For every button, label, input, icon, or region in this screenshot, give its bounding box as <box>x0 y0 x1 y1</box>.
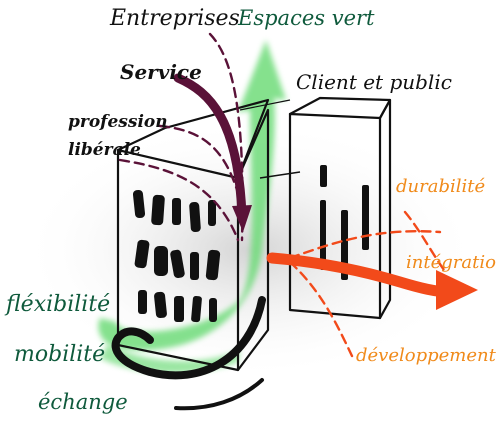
purple-arrow-head <box>232 205 252 232</box>
connector-line <box>259 171 301 179</box>
label-integration: intégration <box>406 252 497 273</box>
label-entreprises: Entreprises <box>110 6 240 31</box>
label-profession: profession <box>68 112 168 132</box>
dashed-purple-arrows <box>118 32 244 242</box>
label-service: Service <box>120 60 202 84</box>
dashed-orange-arrows <box>288 210 446 358</box>
label-client-public: Client et public <box>296 70 452 94</box>
black-swoosh-tail <box>174 378 264 411</box>
red-arrow <box>266 252 456 298</box>
purple-arrow <box>173 73 247 220</box>
label-developpement: développement <box>356 345 496 366</box>
black-swoosh <box>111 296 266 380</box>
label-flexibilite: fléxibilité <box>6 292 111 317</box>
building-windows <box>132 189 221 323</box>
label-durabilite: durabilité <box>396 176 486 197</box>
right-building <box>288 96 392 320</box>
label-espaces-vert: Espaces vert <box>238 6 375 30</box>
label-echange: échange <box>38 390 128 414</box>
green-arrow <box>98 40 286 351</box>
red-arrow-head <box>436 270 478 310</box>
label-liberale: libérale <box>68 140 141 160</box>
connector-line-top <box>239 99 291 111</box>
label-mobilite: mobilité <box>14 342 106 367</box>
